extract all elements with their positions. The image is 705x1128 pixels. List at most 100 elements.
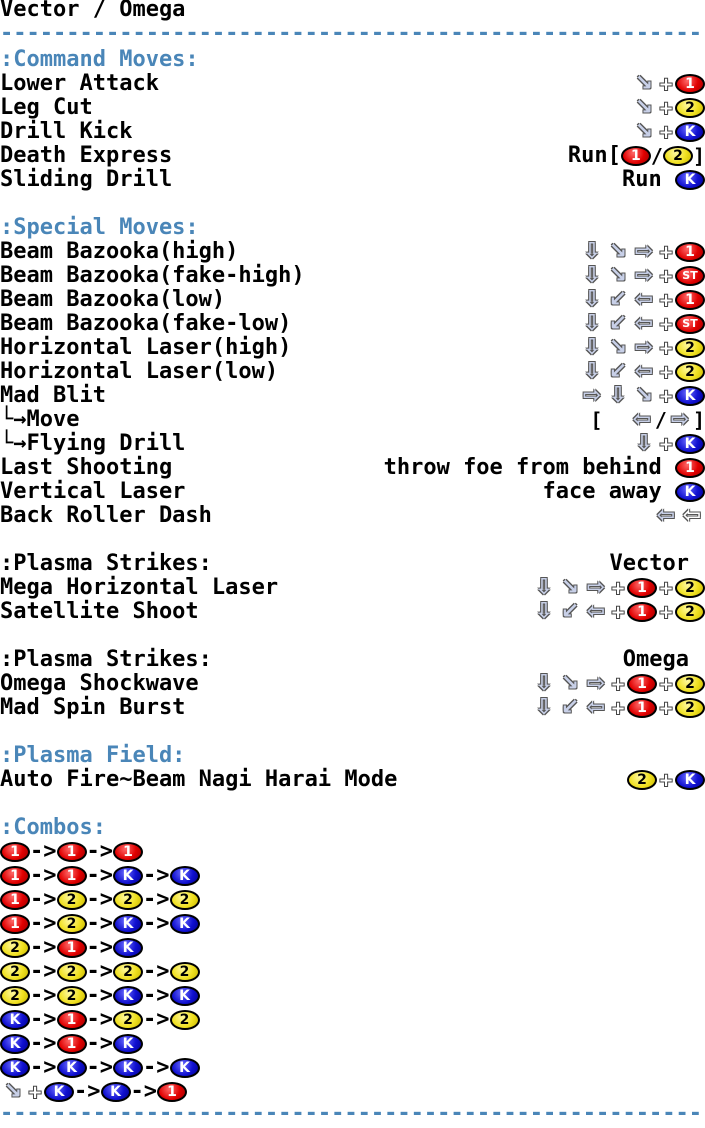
down-forward-arrow-icon: ↘ [560, 575, 580, 600]
move-name: └→Move [0, 407, 80, 432]
plus-icon: + [658, 337, 674, 359]
kick-button-icon: K [113, 1058, 143, 1078]
move-row: Back Roller Dash ⇦ ⇦ [0, 504, 705, 528]
combo-row: ↘+K->K->1 [0, 1080, 705, 1104]
bracket-close: ] [692, 408, 705, 432]
punch-1-button-icon: 1 [620, 146, 651, 166]
kick-button-icon: K [675, 482, 705, 502]
move-command: ⇩ ↘ ⇨ + 2 [579, 336, 705, 360]
down-forward-arrow-icon: ↘ [560, 671, 580, 696]
combo-separator: -> [86, 887, 114, 912]
combos-header-row: :Combos: [0, 816, 705, 840]
slash-separator: / [654, 408, 667, 432]
start-button-icon: ST [675, 266, 705, 286]
combo-separator: -> [143, 1007, 170, 1032]
move-command: ↘ + 2 [631, 96, 705, 120]
combo-separator: -> [86, 935, 114, 960]
move-name: Mega Horizontal Laser [0, 575, 279, 600]
plus-icon: + [658, 241, 674, 263]
move-name: Back Roller Dash [0, 503, 212, 528]
kick-button-icon: K [56, 1058, 87, 1078]
plasma-omega-header-row: :Plasma Strikes: Omega [0, 648, 705, 672]
down-back-arrow-icon: ↙ [608, 311, 628, 336]
move-command: throw foe from behind 1 [384, 456, 705, 480]
punch-2-button-icon: 2 [56, 890, 87, 910]
move-name: Death Express [0, 143, 173, 168]
combo-separator: -> [86, 983, 114, 1008]
down-back-arrow-icon: ↙ [560, 695, 580, 720]
punch-2-button-icon: 2 [675, 602, 705, 622]
plus-icon: + [610, 577, 626, 599]
combo-separator: -> [30, 887, 57, 912]
move-name: Last Shooting [0, 455, 173, 480]
combo-separator: -> [143, 911, 170, 936]
combo-separator: -> [30, 959, 57, 984]
plus-icon: + [658, 361, 674, 383]
move-row: Horizontal Laser(low) ⇩ ↙ ⇦ + 2 [0, 360, 705, 384]
forward-arrow-icon: ⇨ [586, 575, 606, 600]
plus-icon: + [658, 601, 674, 623]
combo-row: 1->1->K->K [0, 864, 705, 888]
punch-1-button-icon: 1 [0, 890, 30, 910]
move-command: 2 + K [627, 768, 705, 792]
kick-button-icon: K [675, 170, 705, 190]
punch-2-button-icon: 2 [675, 578, 705, 598]
down-forward-arrow-icon: ↘ [634, 71, 654, 96]
kick-button-icon: K [169, 914, 200, 934]
combo-sequence: K->1->K [0, 1032, 143, 1056]
plus-icon: + [658, 433, 674, 455]
punch-2-button-icon: 2 [675, 338, 705, 358]
plus-icon: + [610, 697, 626, 719]
punch-2-button-icon: 2 [169, 890, 200, 910]
combo-separator: -> [86, 959, 114, 984]
punch-1-button-icon: 1 [0, 866, 30, 886]
combo-separator: -> [30, 983, 57, 1008]
combo-sequence: 2->1->K [0, 936, 143, 960]
move-row: └→Flying Drill ⇩ + K [0, 432, 705, 456]
plus-icon: + [658, 265, 674, 287]
kick-button-icon: K [0, 1058, 30, 1078]
combo-sequence: 1->1->K->K [0, 864, 200, 888]
combo-sequence: 1->2->K->K [0, 912, 200, 936]
plus-icon: + [610, 601, 626, 623]
move-name: Mad Spin Burst [0, 695, 186, 720]
back-arrow-icon: ⇦ [632, 407, 652, 432]
down-back-arrow-icon: ↙ [608, 287, 628, 312]
plus-icon: + [658, 769, 674, 791]
punch-1-button-icon: 1 [627, 674, 657, 694]
forward-arrow-icon: ⇨ [582, 383, 602, 408]
move-name: Horizontal Laser(low) [0, 359, 279, 384]
down-forward-arrow-icon: ↘ [608, 239, 628, 264]
down-arrow-icon: ⇩ [634, 431, 654, 456]
command-condition: throw foe from behind [383, 455, 662, 480]
back-arrow-icon: ⇦ [634, 359, 654, 384]
kick-button-icon: K [0, 1010, 30, 1030]
move-row: └→Move [ ⇦ / ⇨ ] [0, 407, 705, 433]
move-command: ↘ + K [631, 120, 705, 144]
plus-icon: + [658, 673, 674, 695]
down-arrow-icon: ⇩ [582, 359, 602, 384]
move-command: ⇩ ↙ ⇦ + ST [579, 312, 705, 336]
move-row: Auto Fire~Beam Nagi Harai Mode 2 + K [0, 768, 705, 792]
combo-separator: -> [30, 1031, 57, 1056]
combo-separator: -> [86, 1031, 114, 1056]
down-arrow-icon: ⇩ [534, 671, 554, 696]
down-back-arrow-icon: ↙ [560, 599, 580, 624]
bracket-close: ] [692, 144, 705, 168]
combo-sequence: 1->1->1 [0, 840, 143, 864]
section-header: :Plasma Field: [0, 743, 186, 768]
punch-2-button-icon: 2 [675, 98, 705, 118]
move-name: Lower Attack [0, 71, 159, 96]
combo-row: K->1->K [0, 1032, 705, 1056]
kick-button-icon: K [169, 1058, 200, 1078]
punch-2-button-icon: 2 [0, 962, 30, 982]
combo-row: K->K->K->K [0, 1056, 705, 1080]
plus-icon: + [658, 577, 674, 599]
kick-button-icon: K [0, 1034, 30, 1054]
combo-separator: -> [143, 983, 170, 1008]
combo-row: 1->2->K->K [0, 912, 705, 936]
move-command: ⇨ ⇩ ↘ + K [579, 384, 705, 408]
punch-1-button-icon: 1 [113, 842, 143, 862]
move-command: ⇩ ↙ ⇦ + 2 [579, 360, 705, 384]
punch-1-button-icon: 1 [56, 1010, 87, 1030]
